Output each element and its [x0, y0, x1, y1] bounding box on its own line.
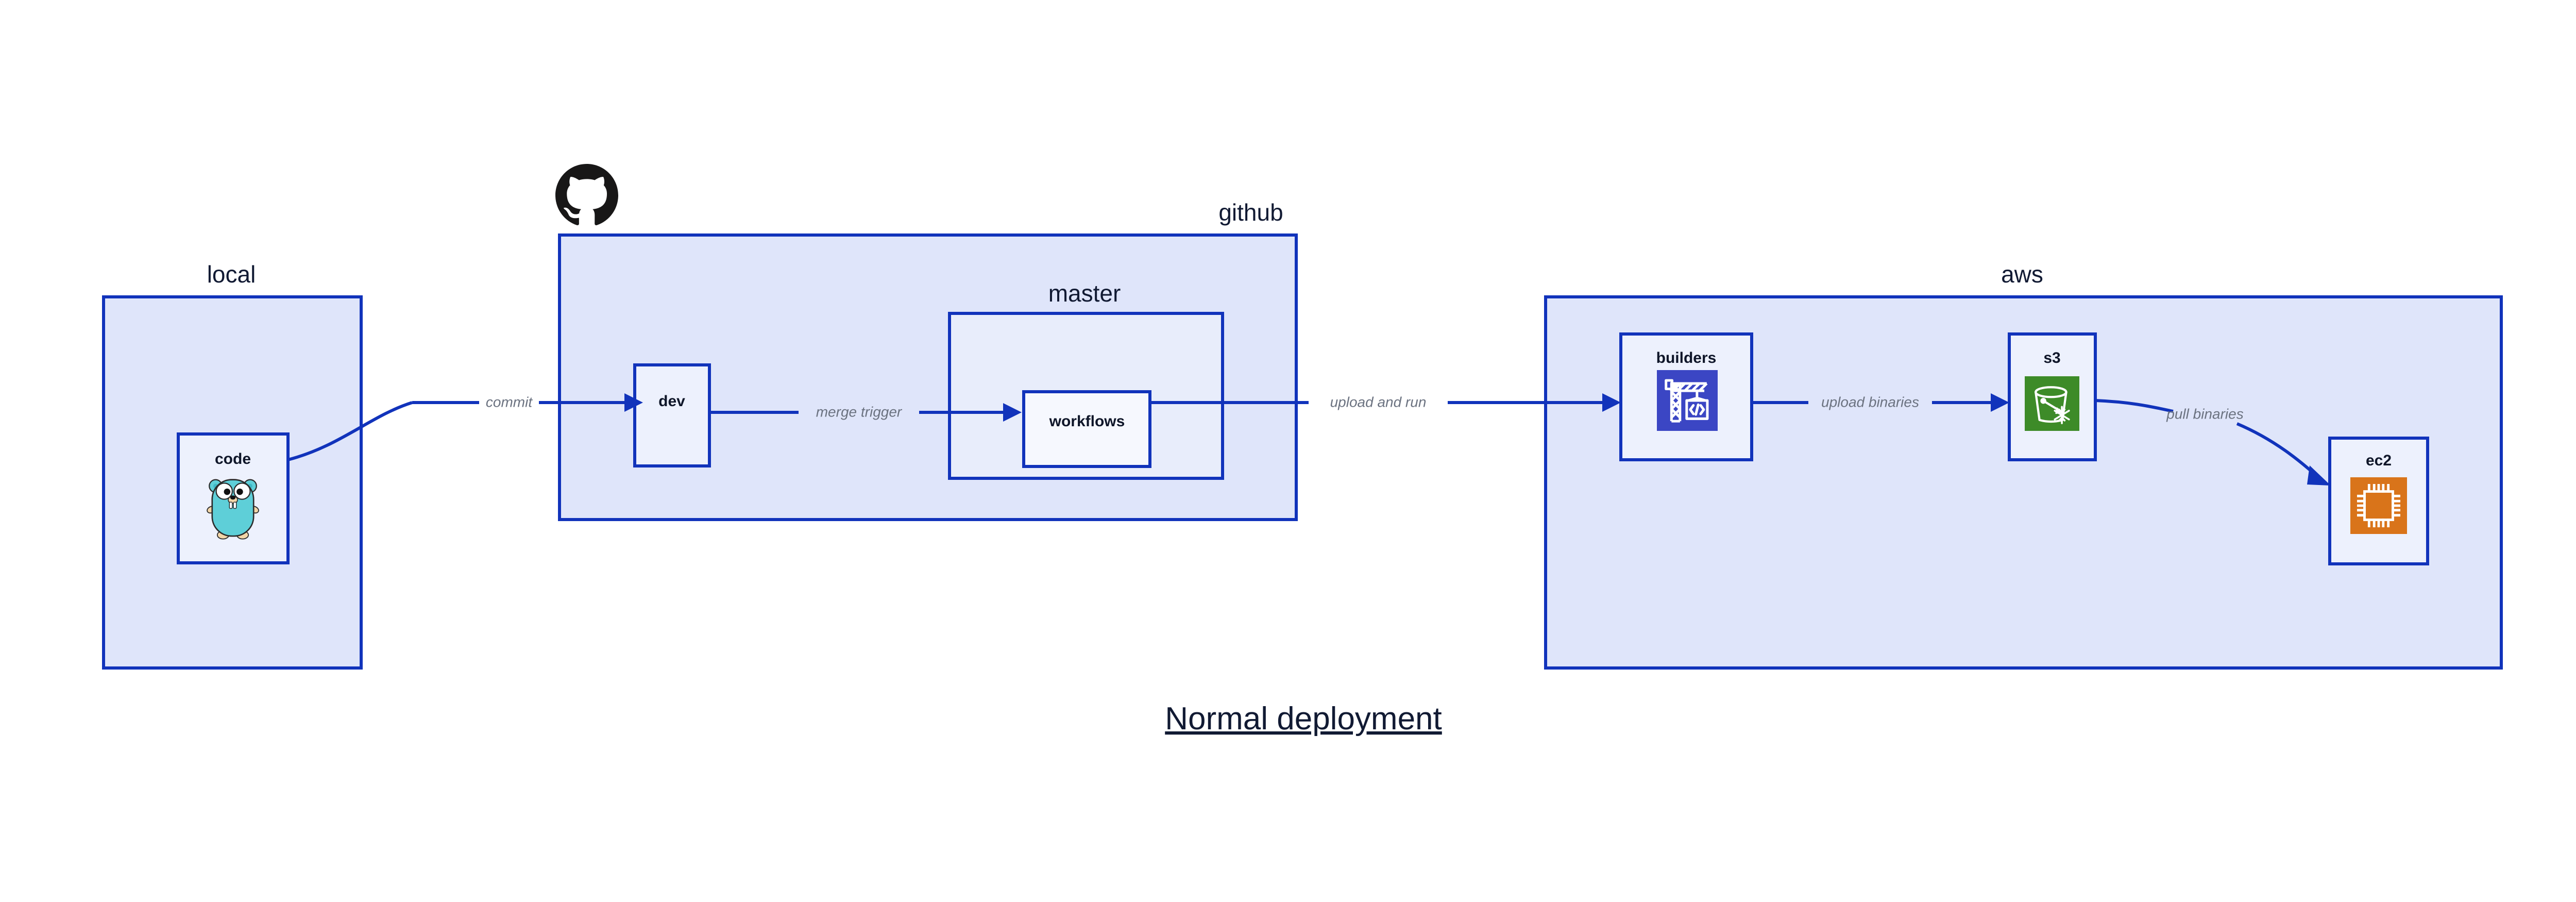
edge-code-to-dev: commit: [287, 393, 643, 461]
edge-builders-to-s3-arrowhead: [1991, 393, 2009, 412]
node-code[interactable]: code: [177, 432, 290, 564]
node-builders[interactable]: builders: [1619, 332, 1753, 461]
group-label-master: master: [1048, 280, 1121, 307]
node-s3-label: s3: [2043, 349, 2060, 366]
edge-s3-to-ec2: pull binaries: [2095, 399, 2331, 486]
edge-code-to-dev-curve-left: [287, 401, 413, 461]
group-label-github: github: [1218, 199, 1283, 226]
diagram-title: Normal deployment: [1165, 701, 1442, 737]
group-master: master workflows: [948, 280, 1224, 480]
aws-ec2-chip-icon: [2350, 477, 2407, 534]
node-builders-label: builders: [1656, 349, 1717, 366]
github-octocat-icon: [555, 164, 618, 225]
node-workflows-label: workflows: [1049, 413, 1125, 430]
node-code-label: code: [215, 450, 251, 467]
node-dev-label: dev: [658, 393, 685, 410]
edge-label-pull-binaries: pull binaries: [2166, 406, 2243, 422]
aws-s3-bucket-icon: [2025, 376, 2079, 431]
group-github: github dev master workflows: [555, 164, 1298, 521]
node-ec2-label: ec2: [2366, 452, 2392, 469]
group-local: local code: [102, 261, 363, 670]
node-s3[interactable]: s3: [2008, 332, 2097, 461]
edge-label-merge-trigger: merge trigger: [816, 404, 903, 420]
edge-workflows-to-builders: upload and run: [1150, 393, 1621, 412]
node-workflows[interactable]: workflows: [1022, 390, 1151, 468]
node-dev-rect[interactable]: [633, 363, 711, 467]
edge-dev-to-workflows: merge trigger: [709, 403, 1022, 422]
edge-code-to-dev-arrowhead: [624, 393, 643, 412]
node-ec2[interactable]: ec2: [2328, 437, 2429, 565]
node-workflows-rect[interactable]: [1022, 390, 1151, 468]
group-aws: aws builders s3 ec2: [1544, 261, 2503, 670]
edge-s3-to-ec2-curve-left: [2095, 399, 2174, 413]
group-label-aws: aws: [2001, 261, 2043, 288]
group-label-local: local: [207, 261, 256, 288]
edge-workflows-to-builders-arrowhead: [1602, 393, 1621, 412]
aws-builders-crane-icon: [1657, 370, 1718, 431]
node-dev[interactable]: dev: [633, 363, 711, 467]
edge-builders-to-s3: upload binaries: [1752, 393, 2009, 412]
edge-label-upload-binaries: upload binaries: [1821, 394, 1919, 410]
edge-dev-to-workflows-arrowhead: [1003, 403, 1022, 422]
edge-label-commit: commit: [486, 394, 533, 410]
edge-label-upload-and-run: upload and run: [1330, 394, 1427, 410]
edge-s3-to-ec2-arrowhead: [2307, 465, 2331, 486]
